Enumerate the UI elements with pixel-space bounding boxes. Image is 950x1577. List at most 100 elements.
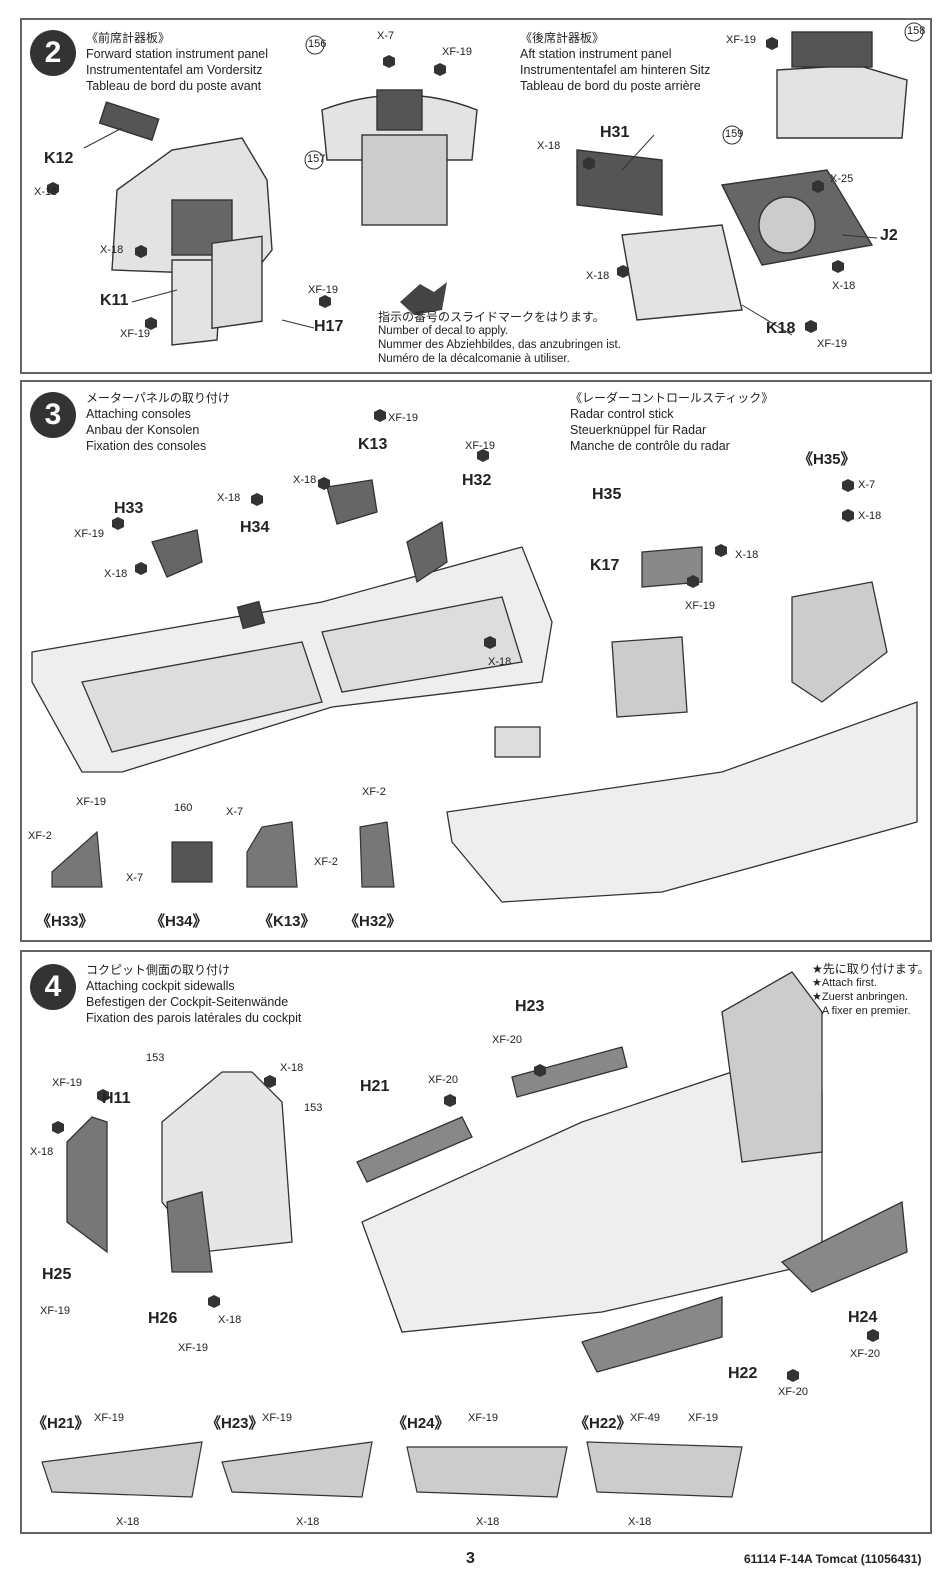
cockpit-tub-left-illustration	[31, 546, 553, 773]
detail-paint-x7-k13: X-7	[226, 806, 244, 818]
detail-title-k13: 《K13》	[258, 913, 316, 930]
paint-xf19-e: XF-19	[817, 338, 847, 350]
step-4-number: 4	[30, 964, 76, 1010]
decal-156: 156	[308, 38, 327, 50]
step-2-panel: 2 《前席計器板》 Forward station instrument pan…	[20, 18, 932, 374]
sidewall-frame-illustration	[66, 1071, 293, 1273]
product-code: 61114 F-14A Tomcat (11056431)	[744, 1552, 922, 1566]
part-h23: H23	[515, 998, 545, 1015]
part-h32: H32	[462, 472, 492, 489]
paint-xf19-b: XF-19	[308, 284, 338, 296]
detail-paint-xf19-h22: XF-19	[688, 1412, 718, 1424]
decal-number-badges	[304, 22, 924, 170]
paint-x18-h11: X-18	[280, 1062, 304, 1074]
step-4-drawing	[41, 971, 908, 1498]
part-h31: H31	[600, 124, 630, 141]
detail-paint-x18-h21: X-18	[116, 1516, 140, 1528]
detail-paint-xf19-h21: XF-19	[94, 1412, 124, 1424]
paint-x18-h33: X-18	[104, 568, 128, 580]
detail-title-h32: 《H32》	[344, 913, 402, 930]
paint-x18-a: X-18	[34, 186, 58, 198]
part-h24: H24	[848, 1309, 878, 1326]
cockpit-tub-step4-illustration	[361, 971, 823, 1333]
part-h11: H11	[102, 1090, 131, 1107]
paint-x18-h34: X-18	[217, 492, 241, 504]
paint-xf19-c: XF-19	[442, 46, 472, 58]
part-h17: H17	[314, 318, 344, 335]
part-k11: K11	[100, 292, 129, 309]
step-2-left-title: 《前席計器板》 Forward station instrument panel…	[86, 31, 269, 93]
detail-views-step3	[51, 821, 395, 888]
decal-153-a: 153	[146, 1052, 165, 1064]
detail-paint-xf2-k13: XF-2	[314, 856, 338, 868]
paint-xf19-k13: XF-19	[388, 412, 418, 424]
paint-xf19-d: XF-19	[726, 34, 756, 46]
detail-paint-x7-h33: X-7	[126, 872, 144, 884]
paint-xf20-h23: XF-20	[492, 1034, 522, 1046]
step-4-left-title: コクピット側面の取り付け Attaching cockpit sidewalls…	[86, 963, 302, 1025]
forward-panel-illustration	[98, 89, 478, 346]
detail-paint-xf19-h24: XF-19	[468, 1412, 498, 1424]
paint-xf20-h24: XF-20	[850, 1348, 880, 1360]
step-3-left-title: メーターパネルの取り付け Attaching consoles Anbau de…	[86, 391, 230, 453]
cockpit-tub-right-illustration	[446, 546, 918, 903]
decal-note: 指示の番号のスライドマークをはります。 Number of decal to a…	[378, 310, 621, 365]
paint-x18-k17: X-18	[735, 549, 759, 561]
detail-title-h35: 《H35》	[798, 451, 856, 468]
detail-paint-xf19: XF-19	[76, 796, 106, 808]
detail-paint-xf2-h32: XF-2	[362, 786, 386, 798]
paint-x18-h35: X-18	[858, 510, 882, 522]
paint-xf20-h21: XF-20	[428, 1074, 458, 1086]
step-4-panel: 4 コクピット側面の取り付け Attaching cockpit sidewal…	[20, 950, 932, 1534]
paint-x18-e: X-18	[832, 280, 856, 292]
part-h21: H21	[360, 1078, 390, 1095]
step-3-panel: 3 メーターパネルの取り付け Attaching consoles Anbau …	[20, 380, 932, 942]
step-3-drawing	[31, 409, 918, 903]
part-h25: H25	[42, 1266, 72, 1283]
paint-markers-step4	[52, 1064, 879, 1382]
part-h26: H26	[148, 1310, 178, 1327]
step-2-drawing	[47, 22, 924, 346]
decal-153-b: 153	[304, 1102, 323, 1114]
paint-xf19-h32: XF-19	[465, 440, 495, 452]
paint-x18-h26: X-18	[218, 1314, 242, 1326]
part-h34: H34	[240, 519, 270, 536]
paint-xf19-h26: XF-19	[178, 1342, 208, 1354]
detail-paint-xf49-h22: XF-49	[630, 1412, 660, 1424]
detail-title-h34: 《H34》	[150, 913, 208, 930]
part-k18: K18	[766, 320, 796, 337]
paint-x25: X-25	[830, 173, 854, 185]
detail-title-h21: 《H21》	[32, 1415, 90, 1432]
paint-x18-h25: X-18	[30, 1146, 54, 1158]
paint-x7: X-7	[377, 30, 395, 42]
aft-panel-illustration	[576, 31, 908, 321]
decal-158: 158	[907, 25, 926, 37]
step-2-number: 2	[30, 30, 76, 76]
part-h22: H22	[728, 1365, 758, 1382]
detail-title-h24: 《H24》	[392, 1415, 450, 1432]
detail-title-h23: 《H23》	[206, 1415, 264, 1432]
decal-159: 159	[725, 128, 744, 140]
detail-paint-xf2-h33: XF-2	[28, 830, 52, 842]
paint-xf19-h33: XF-19	[74, 528, 104, 540]
leader-lines	[83, 127, 878, 336]
step-3-right-title: 《レーダーコントロールスティック》 Radar control stick St…	[570, 391, 774, 453]
part-h35: H35	[592, 486, 622, 503]
paint-markers-step3	[112, 409, 854, 649]
part-k12: K12	[44, 150, 74, 167]
paint-xf20-h22: XF-20	[778, 1386, 808, 1398]
step-2-right-title: 《後席計器板》 Aft station instrument panel Ins…	[520, 31, 711, 93]
step-3-number: 3	[30, 392, 76, 438]
part-j2: J2	[880, 227, 898, 244]
detail-title-h22: 《H22》	[574, 1415, 632, 1432]
sidewall-panels-step4	[356, 1046, 908, 1373]
decal-157: 157	[307, 153, 326, 165]
detail-paint-x18-h24: X-18	[476, 1516, 500, 1528]
attach-first-note: ★先に取り付けます。 ★Attach first. ★Zuerst anbrin…	[812, 962, 930, 1017]
paint-x18-h32: X-18	[488, 656, 512, 668]
detail-paint-x18-h22: X-18	[628, 1516, 652, 1528]
part-k13: K13	[358, 436, 388, 453]
detail-title-h33: 《H33》	[36, 913, 94, 930]
detail-paint-xf19-h23: XF-19	[262, 1412, 292, 1424]
paint-x7-h35: X-7	[858, 479, 876, 491]
